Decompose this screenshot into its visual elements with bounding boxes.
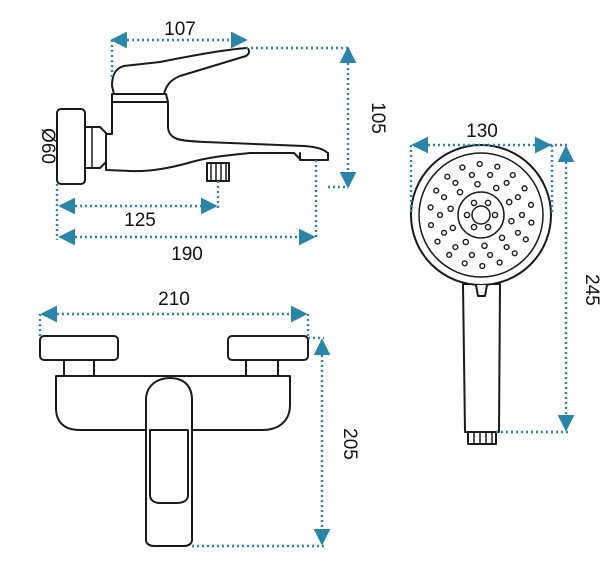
mixer-front-view — [39, 335, 309, 547]
spray-hole — [496, 259, 503, 266]
left-wall-flange — [39, 335, 119, 361]
spray-hole — [463, 211, 471, 219]
dimension-205: 205 — [192, 336, 360, 548]
spray-hole — [511, 250, 518, 257]
spray-hole — [449, 224, 457, 232]
left-connector — [63, 359, 95, 377]
spray-hole — [441, 229, 448, 236]
spray-hole — [498, 234, 506, 242]
spray-hole — [461, 260, 468, 267]
spray-hole — [476, 160, 483, 168]
right-wall-flange — [227, 335, 309, 361]
mixer-body — [105, 91, 329, 173]
spray-holes — [427, 160, 535, 270]
spray-hole — [481, 242, 488, 250]
spray-hole — [452, 244, 459, 251]
dimension-125: 125 — [55, 181, 220, 240]
spray-hole — [446, 251, 453, 259]
spray-hole — [436, 211, 444, 219]
spray-hole — [484, 199, 492, 207]
dim-label-210: 210 — [158, 289, 190, 310]
spray-hole — [456, 188, 464, 196]
dimension-210: 210 — [38, 289, 310, 336]
spray-hole — [468, 171, 476, 179]
spray-hole — [492, 184, 500, 192]
spray-hole — [441, 194, 448, 201]
spray-hole — [487, 251, 494, 259]
dim-label-107: 107 — [164, 19, 196, 40]
spray-hole — [527, 201, 535, 209]
spray-hole — [444, 173, 451, 180]
shower-thread — [467, 431, 497, 445]
spray-hole — [470, 199, 478, 207]
dim-label-130: 130 — [466, 121, 498, 142]
dim-label-d60: Ø60 — [37, 128, 58, 164]
spray-hole — [514, 229, 522, 236]
right-connector — [245, 359, 279, 377]
dimension-diameter-60: Ø60 — [37, 128, 58, 164]
dim-label-245: 245 — [581, 274, 600, 306]
dimension-107: 107 — [110, 19, 248, 80]
spray-hole — [447, 205, 454, 213]
spray-hole — [474, 180, 481, 188]
spray-hole — [522, 236, 529, 243]
spray-hole — [484, 223, 492, 231]
spray-hole — [462, 238, 470, 246]
spray-hole — [505, 198, 513, 206]
lever-handle — [111, 47, 250, 95]
dimension-190: 190 — [58, 160, 318, 265]
spray-hole — [479, 262, 486, 270]
spray-hole — [459, 164, 466, 171]
dimension-130: 130 — [409, 121, 554, 215]
spray-hole — [509, 172, 516, 179]
dim-label-105: 105 — [367, 102, 388, 134]
dim-label-125: 125 — [124, 210, 156, 231]
spray-hole — [518, 211, 526, 219]
spray-hole — [503, 179, 510, 187]
spray-hole — [427, 222, 435, 229]
dimension-245: 245 — [496, 143, 600, 434]
spray-hole — [514, 194, 522, 201]
spray-hole — [521, 185, 528, 192]
spray-hole — [528, 219, 535, 226]
wall-flange — [56, 108, 86, 185]
spray-hole — [452, 179, 459, 187]
mixer-side-view — [56, 47, 329, 185]
spray-hole — [491, 211, 499, 219]
spray-hole — [427, 204, 434, 211]
spray-hole — [494, 163, 501, 170]
spray-hole — [468, 251, 476, 259]
spray-hole — [487, 171, 494, 179]
spray-hole — [508, 217, 515, 225]
dim-label-205: 205 — [339, 428, 360, 460]
cartridge-cover — [149, 429, 189, 504]
spray-hole — [434, 238, 441, 245]
spout-outlet — [299, 152, 329, 161]
connector-nut — [84, 126, 107, 169]
spray-hole — [470, 223, 478, 231]
hand-shower — [410, 144, 552, 445]
dim-label-190: 190 — [171, 244, 203, 265]
head-neck — [475, 284, 488, 297]
spray-hole — [503, 244, 510, 251]
spray-hole — [433, 187, 440, 194]
shower-handle — [462, 283, 501, 433]
dimension-105: 105 — [246, 46, 388, 189]
